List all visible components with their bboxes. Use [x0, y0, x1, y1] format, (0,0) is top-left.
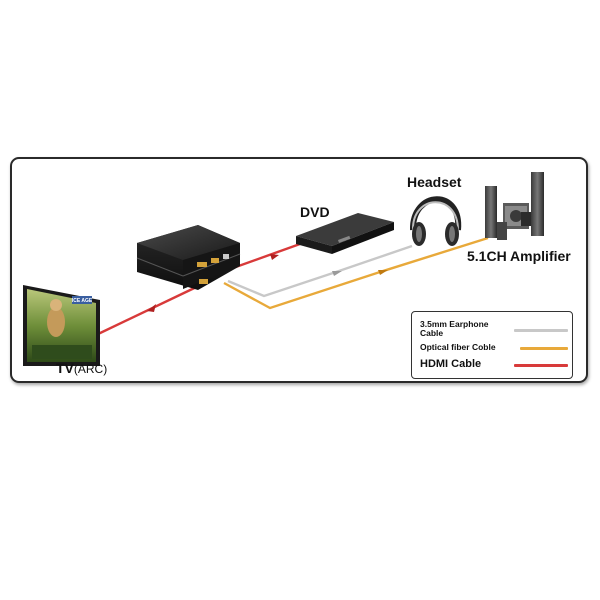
converter-box	[136, 225, 241, 290]
legend-earphone-label: 3.5mm Earphone Cable	[420, 320, 489, 338]
tv-icon: ICE AGE	[23, 285, 100, 366]
dvd-label: DVD	[300, 204, 330, 220]
tv-screen-logo: ICE AGE	[72, 298, 93, 304]
hdmi-arrow-tv	[147, 304, 156, 312]
legend-optical-label: Optical fiber Coble	[420, 342, 496, 352]
optical-cable	[223, 236, 489, 310]
legend-hdmi-swatch	[514, 364, 568, 367]
optical-arrow	[378, 270, 388, 275]
earphone-cable	[227, 244, 413, 298]
legend-earphone-line2: Cable	[420, 328, 444, 338]
tv-label-main: TV	[56, 360, 74, 376]
earphone-arrow	[332, 271, 342, 276]
headset-icon	[409, 196, 462, 246]
legend-earphone-line1: 3.5mm Earphone	[420, 319, 489, 329]
cable-legend: 3.5mm Earphone Cable Optical fiber Coble…	[411, 311, 573, 379]
tv-label: TV(ARC)	[56, 360, 107, 376]
dvd-player	[296, 213, 394, 254]
amplifier-label: 5.1CH Amplifier	[467, 248, 571, 264]
tv-label-sub: (ARC)	[73, 362, 108, 376]
amplifier-speakers	[485, 172, 544, 240]
legend-hdmi-label: HDMI Cable	[420, 358, 482, 370]
legend-earphone-swatch	[514, 329, 568, 332]
hdmi-cable-dvd	[232, 242, 301, 270]
headset-label: Headset	[407, 174, 462, 190]
legend-optical-swatch	[520, 347, 568, 350]
hdmi-arrow-dvd	[270, 254, 279, 260]
